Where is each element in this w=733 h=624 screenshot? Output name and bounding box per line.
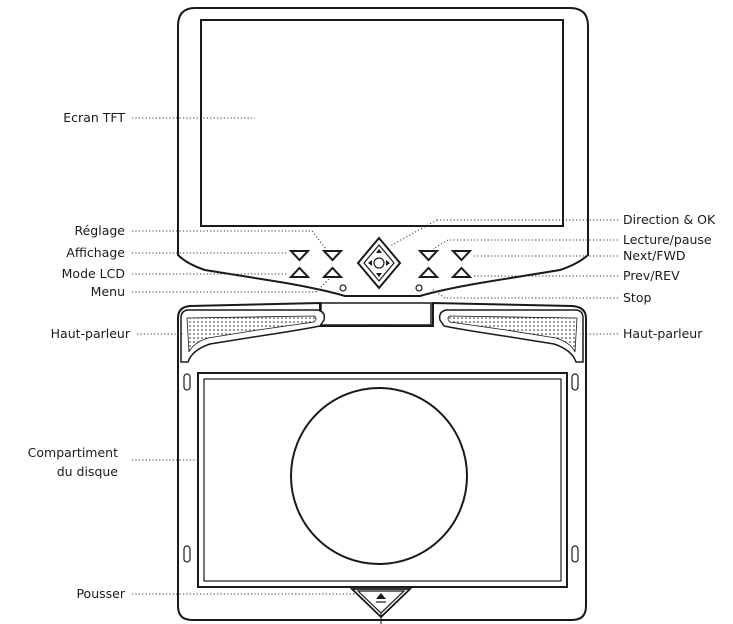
control-panel [288,236,473,292]
tft-screen [200,19,564,227]
label-disc-compartment-line1: Compartiment [28,445,118,460]
setup-button[interactable] [288,250,311,262]
next-fwd-button[interactable] [450,250,473,262]
push-tab [349,588,413,619]
leader-lines [132,117,618,595]
menu-button[interactable] [321,266,344,278]
label-speaker-left: Haut-parleur [51,326,131,341]
play-pause-button[interactable] [417,250,440,262]
label-push: Pousser [76,586,125,601]
display-button[interactable] [321,250,344,262]
left-indicator-led [339,284,347,292]
lcd-mode-button[interactable] [288,266,311,278]
speaker-right [438,309,584,363]
label-menu: Menu [91,284,125,299]
label-stop: Stop [623,290,651,305]
right-indicator-led [415,284,423,292]
hinge [320,302,432,326]
label-next-fwd: Next/FWD [623,248,686,263]
label-prev-rev: Prev/REV [623,268,680,283]
label-speaker-right: Haut-parleur [623,326,703,341]
speaker-left [180,309,326,363]
label-lcd-mode: Mode LCD [62,266,125,281]
label-display: Affichage [66,245,125,260]
stop-button[interactable] [417,266,440,278]
label-play-pause: Lecture/pause [623,232,712,247]
label-direction-ok: Direction & OK [623,212,716,227]
disc-compartment-inner [203,378,562,582]
direction-pad[interactable] [356,236,402,290]
label-screen: Ecran TFT [63,110,125,125]
prev-rev-button[interactable] [450,266,473,278]
side-slots [183,373,579,563]
disc-window [290,387,468,565]
label-setup: Réglage [74,223,125,238]
label-disc-compartment-line2: du disque [57,464,119,479]
